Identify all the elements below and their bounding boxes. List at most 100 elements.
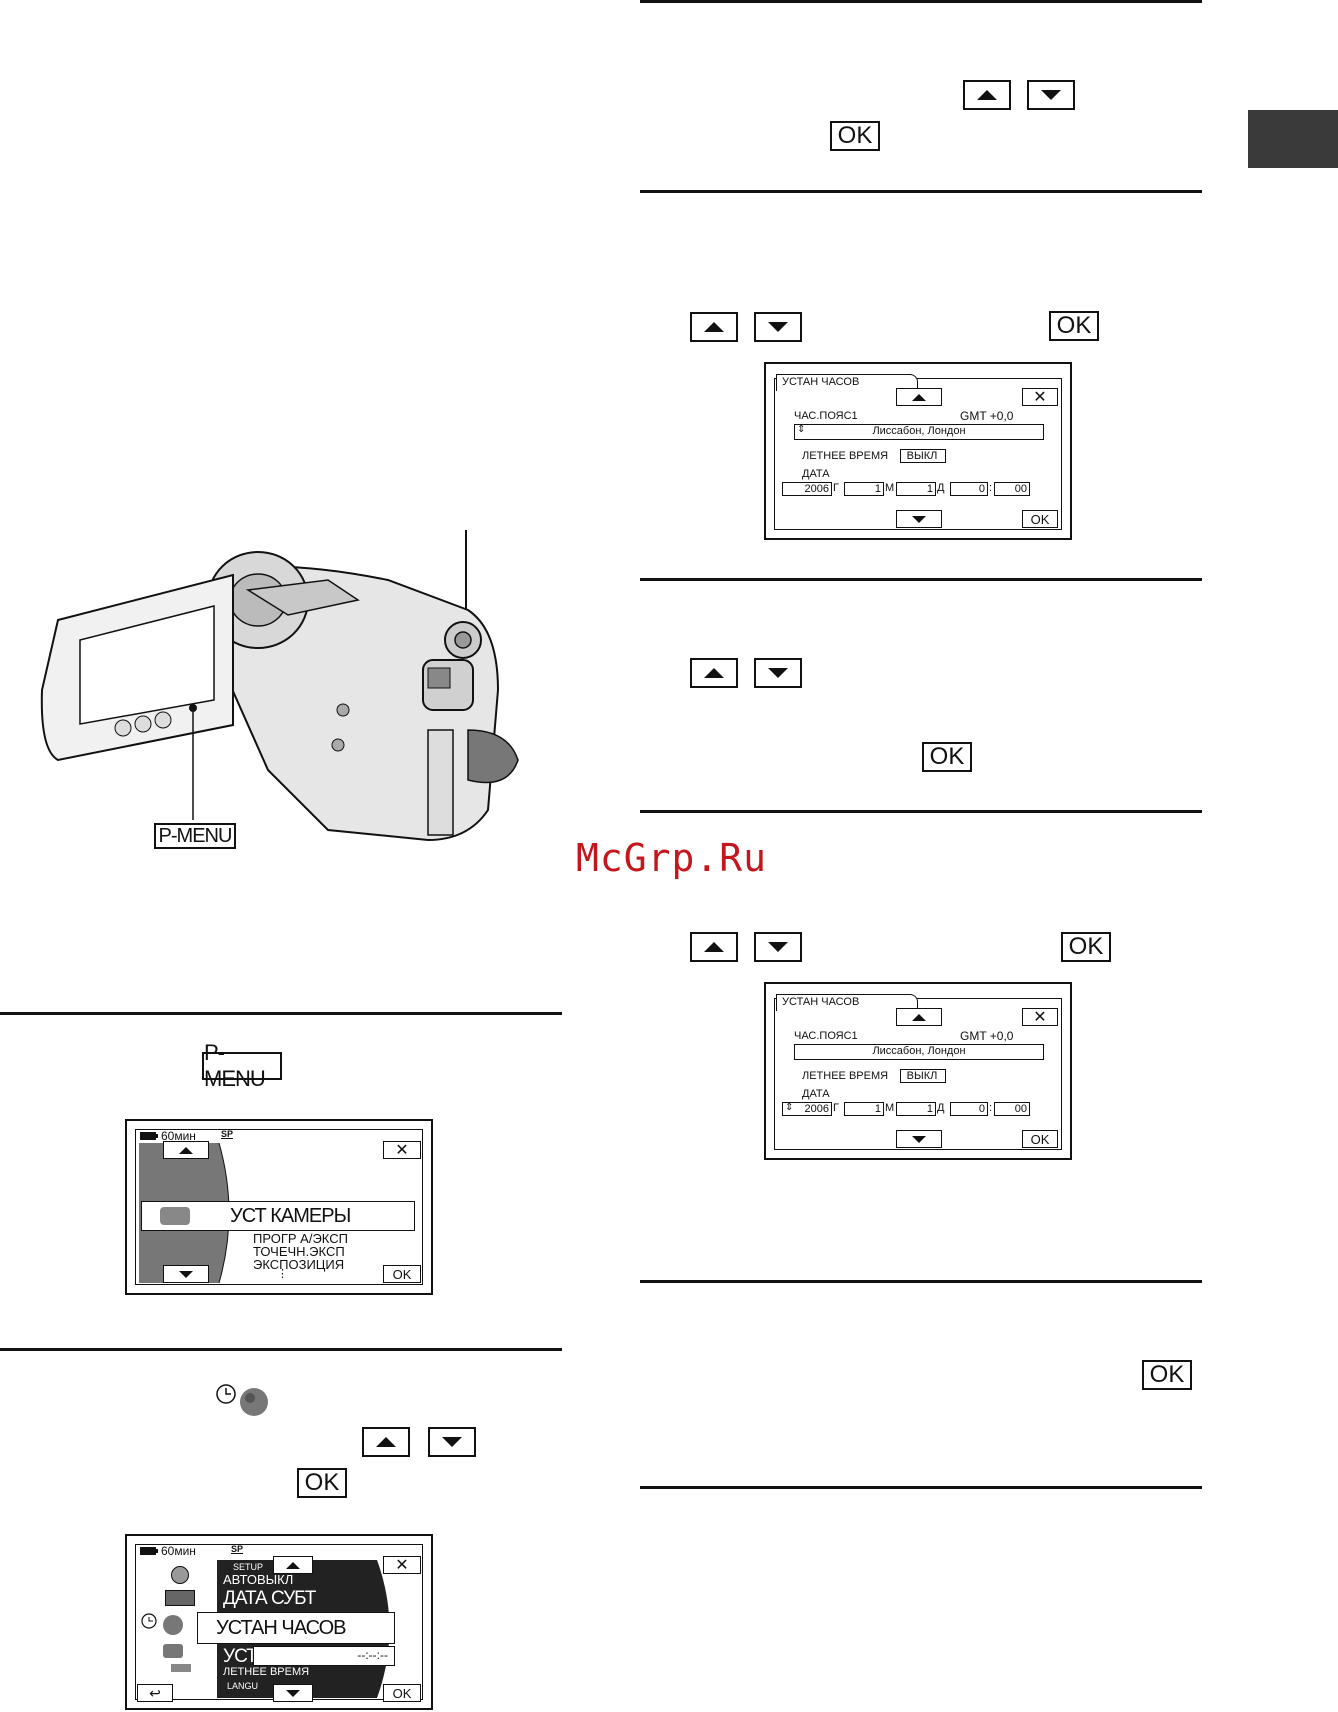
battery-time: 60мин <box>161 1544 196 1558</box>
selected-menu-item[interactable]: УСТАН ЧАСОВ <box>197 1612 395 1644</box>
ok-key[interactable]: OK <box>830 121 880 151</box>
screen-ok-button[interactable]: OK <box>383 1684 421 1702</box>
menu-label: УСТАН ЧАСОВ <box>216 1617 347 1639</box>
up-arrow-icon <box>977 90 997 100</box>
clock-globe-icon <box>216 1384 268 1416</box>
time-placeholder: --:--:-- <box>357 1648 388 1662</box>
ok-key[interactable]: OK <box>922 742 972 772</box>
minute-field[interactable]: 00 <box>994 482 1030 496</box>
up-arrow-icon <box>912 1013 926 1021</box>
clock-setting-screen: УСТАН ЧАСОВ ✕ ЧАС.ПОЯС1 GMT +0,0 Лиссабо… <box>764 982 1072 1160</box>
back-button[interactable]: ↩ <box>137 1684 173 1702</box>
day-field[interactable]: 1 <box>896 1102 936 1116</box>
screen-up-button[interactable] <box>163 1141 209 1159</box>
divider <box>640 1280 1202 1283</box>
screen-down-button[interactable] <box>163 1265 209 1283</box>
down-key[interactable] <box>754 932 802 962</box>
battery-icon <box>140 1132 158 1140</box>
timezone-field[interactable]: ⇕ Лиссабон, Лондон <box>794 424 1044 440</box>
down-arrow-icon <box>286 1689 300 1697</box>
sp-indicator: SP <box>231 1544 244 1554</box>
dst-field[interactable]: ВЫКЛ <box>900 1069 946 1083</box>
ok-key[interactable]: OK <box>1061 932 1111 962</box>
day-field[interactable]: 1 <box>896 482 936 496</box>
close-button[interactable]: ✕ <box>383 1556 421 1574</box>
screen-down-button[interactable] <box>273 1684 313 1702</box>
more-indicator: ⋮ <box>277 1268 288 1280</box>
menu-item[interactable]: LANGU <box>227 1681 259 1691</box>
clock-globe-icon <box>141 1613 183 1635</box>
down-key[interactable] <box>754 312 802 342</box>
day-unit: Д <box>937 482 945 494</box>
month-field[interactable]: 1 <box>844 482 884 496</box>
month-field[interactable]: 1 <box>844 1102 884 1116</box>
close-icon: ✕ <box>395 1142 409 1159</box>
year-unit: Г <box>833 482 839 494</box>
up-key[interactable] <box>690 932 738 962</box>
screen-ok-button[interactable]: OK <box>1022 510 1058 528</box>
timezone-field[interactable]: Лиссабон, Лондон <box>794 1044 1044 1060</box>
gmt-offset: GMT +0,0 <box>960 409 1014 423</box>
screen-up-button[interactable] <box>273 1556 313 1574</box>
menu-item[interactable]: ДАТА СУБТ <box>223 1588 316 1609</box>
ok-key[interactable]: OK <box>297 1468 347 1498</box>
time-display: --:--:-- <box>253 1646 395 1666</box>
close-button[interactable]: ✕ <box>383 1141 421 1159</box>
screen-ok-button[interactable]: OK <box>383 1265 421 1283</box>
screen-down-button[interactable] <box>896 510 942 528</box>
selected-menu-item[interactable]: УСТ КАМЕРЫ <box>141 1201 415 1231</box>
divider <box>640 190 1202 193</box>
gmt-offset: GMT +0,0 <box>960 1029 1014 1043</box>
screen-up-button[interactable] <box>896 388 942 406</box>
minute-field[interactable]: 00 <box>994 1102 1030 1116</box>
ok-key[interactable]: OK <box>1049 311 1099 341</box>
screen-ok-button[interactable]: OK <box>1022 1130 1058 1148</box>
setup-menu-screen: 60мин SP ✕ SETUP АВТОВЫКЛ ДАТА СУБТ УСТА… <box>125 1534 433 1710</box>
close-button[interactable]: ✕ <box>1022 1008 1058 1026</box>
year-field[interactable]: ⇕ 2006 <box>782 1102 832 1116</box>
divider <box>0 1348 562 1351</box>
dst-label: ЛЕТНЕЕ ВРЕМЯ <box>802 450 889 462</box>
up-arrow-icon <box>912 393 926 401</box>
sp-indicator: SP <box>221 1129 234 1139</box>
divider <box>640 578 1202 581</box>
close-button[interactable]: ✕ <box>1022 388 1058 406</box>
down-arrow-icon <box>912 515 926 523</box>
screen-down-button[interactable] <box>896 1130 942 1148</box>
month-unit: М <box>885 1102 895 1114</box>
menu-header: SETUP <box>233 1562 264 1572</box>
city-value: Лиссабон, Лондон <box>872 425 966 437</box>
updown-icon: ⇕ <box>785 1102 794 1113</box>
menu-item[interactable]: ТОЧЕЧН.ЭКСП <box>253 1244 345 1259</box>
up-key[interactable] <box>690 312 738 342</box>
watermark: McGrp.Ru <box>576 836 768 880</box>
hour-field[interactable]: 0 <box>950 1102 988 1116</box>
menu-item[interactable]: АВТОВЫКЛ <box>223 1572 294 1587</box>
menu-item[interactable]: ЭКСПОЗИЦИЯ <box>253 1257 345 1272</box>
screen-title: УСТАН ЧАСОВ <box>782 376 860 388</box>
camera-icon <box>160 1207 190 1225</box>
menu-item[interactable]: УСТ <box>223 1646 258 1667</box>
dst-field[interactable]: ВЫКЛ <box>900 449 946 463</box>
menu-item[interactable]: ПРОГР А/ЭКСП <box>253 1231 348 1246</box>
down-arrow-icon <box>1041 90 1061 100</box>
up-key[interactable] <box>963 80 1011 110</box>
pmenu-key[interactable]: P-MENU <box>202 1040 282 1091</box>
up-arrow-icon <box>704 668 724 678</box>
settings-icon <box>171 1566 189 1584</box>
down-arrow-icon <box>179 1270 193 1278</box>
menu-item[interactable]: ЛЕТНЕЕ ВРЕМЯ <box>223 1666 310 1678</box>
ok-key[interactable]: OK <box>1142 1360 1192 1390</box>
up-key[interactable] <box>690 658 738 688</box>
updown-icon: ⇕ <box>797 424 806 435</box>
up-key[interactable] <box>362 1427 410 1457</box>
down-key[interactable] <box>754 658 802 688</box>
close-icon: ✕ <box>395 1557 409 1574</box>
hour-field[interactable]: 0 <box>950 482 988 496</box>
year-value: 2006 <box>804 1103 829 1115</box>
down-key[interactable] <box>1027 80 1075 110</box>
screen-up-button[interactable] <box>896 1008 942 1026</box>
down-key[interactable] <box>428 1427 476 1457</box>
camera-menu-screen: 60мин SP ✕ УСТ КАМЕРЫ ПРОГР А/ЭКСП ТОЧЕЧ… <box>125 1119 433 1295</box>
year-field[interactable]: 2006 <box>782 482 832 496</box>
